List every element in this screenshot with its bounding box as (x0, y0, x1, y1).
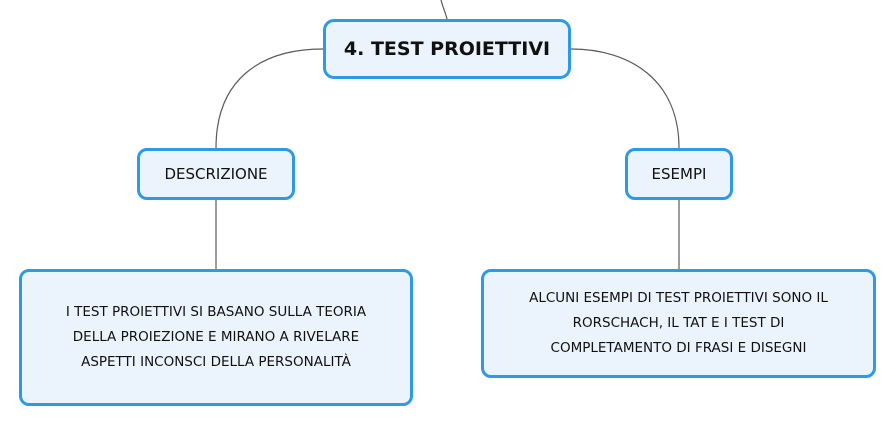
root-node[interactable]: 4. TEST PROIETTIVI (323, 19, 571, 79)
node-descrizione-detail-text: I TEST PROIETTIVI SI BASANO SULLA TEORIA… (66, 300, 366, 375)
node-esempi-label: ESEMPI (651, 165, 707, 183)
detail-line: ASPETTI INCONSCI DELLA PERSONALITÀ (81, 354, 351, 370)
node-esempi[interactable]: ESEMPI (625, 148, 733, 200)
detail-line: I TEST PROIETTIVI SI BASANO SULLA TEORIA (65, 304, 367, 320)
node-descrizione-label: DESCRIZIONE (164, 165, 268, 183)
detail-line: RORSCHACH, IL TAT E I TEST DI (572, 315, 785, 331)
connector-root-to-descrizione (215, 48, 324, 149)
node-esempi-detail-text: ALCUNI ESEMPI DI TEST PROIETTIVI SONO IL… (529, 286, 828, 361)
detail-line: COMPLETAMENTO DI FRASI E DISEGNI (550, 340, 807, 356)
root-node-label: 4. TEST PROIETTIVI (343, 38, 551, 60)
detail-line: DELLA PROIEZIONE E MIRANO A RIVELARE (72, 329, 360, 345)
detail-line: ALCUNI ESEMPI DI TEST PROIETTIVI SONO IL (529, 290, 828, 306)
connector-parent-to-root (440, 0, 448, 20)
node-descrizione-detail[interactable]: I TEST PROIETTIVI SI BASANO SULLA TEORIA… (19, 269, 413, 406)
node-descrizione[interactable]: DESCRIZIONE (137, 148, 295, 200)
connector-root-to-esempi (570, 48, 680, 149)
node-esempi-detail[interactable]: ALCUNI ESEMPI DI TEST PROIETTIVI SONO IL… (481, 269, 876, 378)
